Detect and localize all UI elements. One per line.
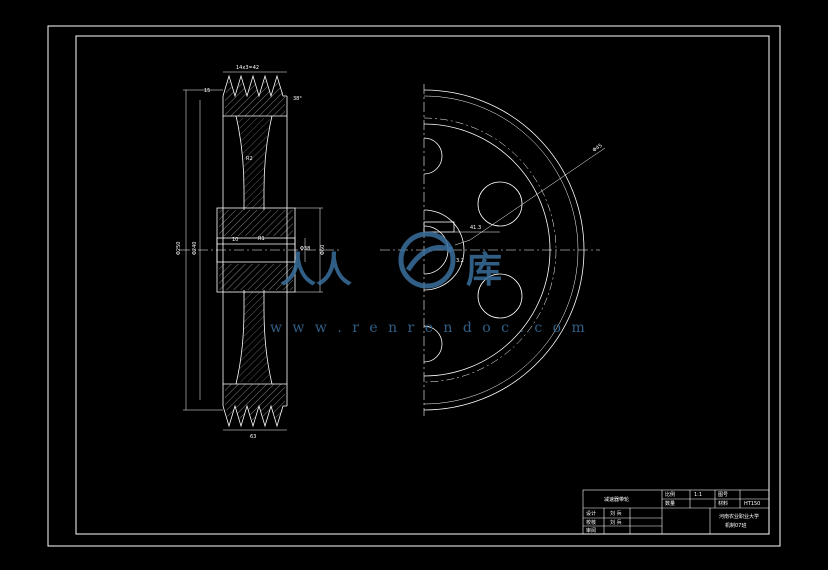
tb-scale-label: 比例 [665,491,675,498]
tb-material-value: HT150 [744,501,760,507]
dim-key-note: 41.3 [470,225,481,231]
v-grooves-top [222,74,287,98]
watermark-cn-text-2: 库 [466,250,502,291]
inner-border [75,35,770,535]
diameter-leader [469,147,606,241]
watermark-url: w w w . r e n r e n d o c . c o m [270,320,588,336]
title-block [582,489,770,535]
dim-rim: R2 [246,156,253,162]
dim-hub-dia: Φ60 [320,245,326,255]
dim-overall-dia: Φ250 [176,242,182,255]
dim-pitch-dia: Φ240 [192,242,198,255]
tb-drawing-no-label: 图号 [718,492,728,498]
watermark-logo-ring [398,231,456,289]
dim-keyway: 10 [232,237,238,243]
tb-approve-label: 审阅 [586,527,596,534]
bore-outline [216,237,296,263]
hub-arc [423,209,465,291]
outer-border [47,25,781,547]
dim-radius: R1 [258,236,265,242]
dim-angle: 38° [293,96,302,102]
web-hole-1 [477,181,523,227]
tb-designer-label: 设计 [586,510,596,517]
tb-quantity-label: 数量 [665,500,675,507]
dim-top-width: 14x3=42 [236,65,259,71]
section-dimension-texts: 14x3=42 63 15 38° Φ250 Φ240 Φ60 R1 10 Φ3… [176,65,326,440]
tb-school: 河南农业职业大学 [719,513,759,520]
title-block-text: 减速器带轮 比例 1:1 图号 数量 材料 HT150 设计 刘 兵 校核 刘 … [586,491,760,534]
tb-checker-name: 刘 兵 [610,519,622,526]
v-grooves-bottom [222,404,287,428]
web-left-lower [235,290,245,385]
pulley-section-view [180,74,340,428]
tb-drawing-name: 减速器带轮 [604,496,629,503]
tb-checker-label: 校核 [586,519,596,526]
tb-material-label: 材料 [718,500,728,507]
web-hole-2 [477,273,523,319]
dim-bottom-width: 63 [250,434,256,440]
outer-rim-arc-2 [423,95,579,405]
dim-hole-note: Φ45 [592,143,604,154]
front-dimension-texts: Φ45 41.3 3.2 [456,143,604,264]
watermark: 人人 库 w w w . r e n r e n d o c . c o m [270,231,588,336]
dim-groove-depth: 15 [204,88,210,94]
keyway-rect [423,221,455,233]
tb-designer-name: 刘 兵 [610,510,622,517]
dim-bore: Φ38 [300,246,310,252]
web-left-upper [235,115,245,210]
tb-class: 机制07班 [725,522,746,529]
dim-surface: 3.2 [456,258,464,264]
watermark-cn-text: 人人 [280,250,352,291]
web-hole-4-half [423,325,443,363]
section-dimensions [183,71,323,431]
section-hatching [219,80,293,422]
watermark-logo-swoosh [405,245,453,272]
web-hole-3-half [423,137,443,175]
tb-scale-value: 1:1 [694,492,702,498]
